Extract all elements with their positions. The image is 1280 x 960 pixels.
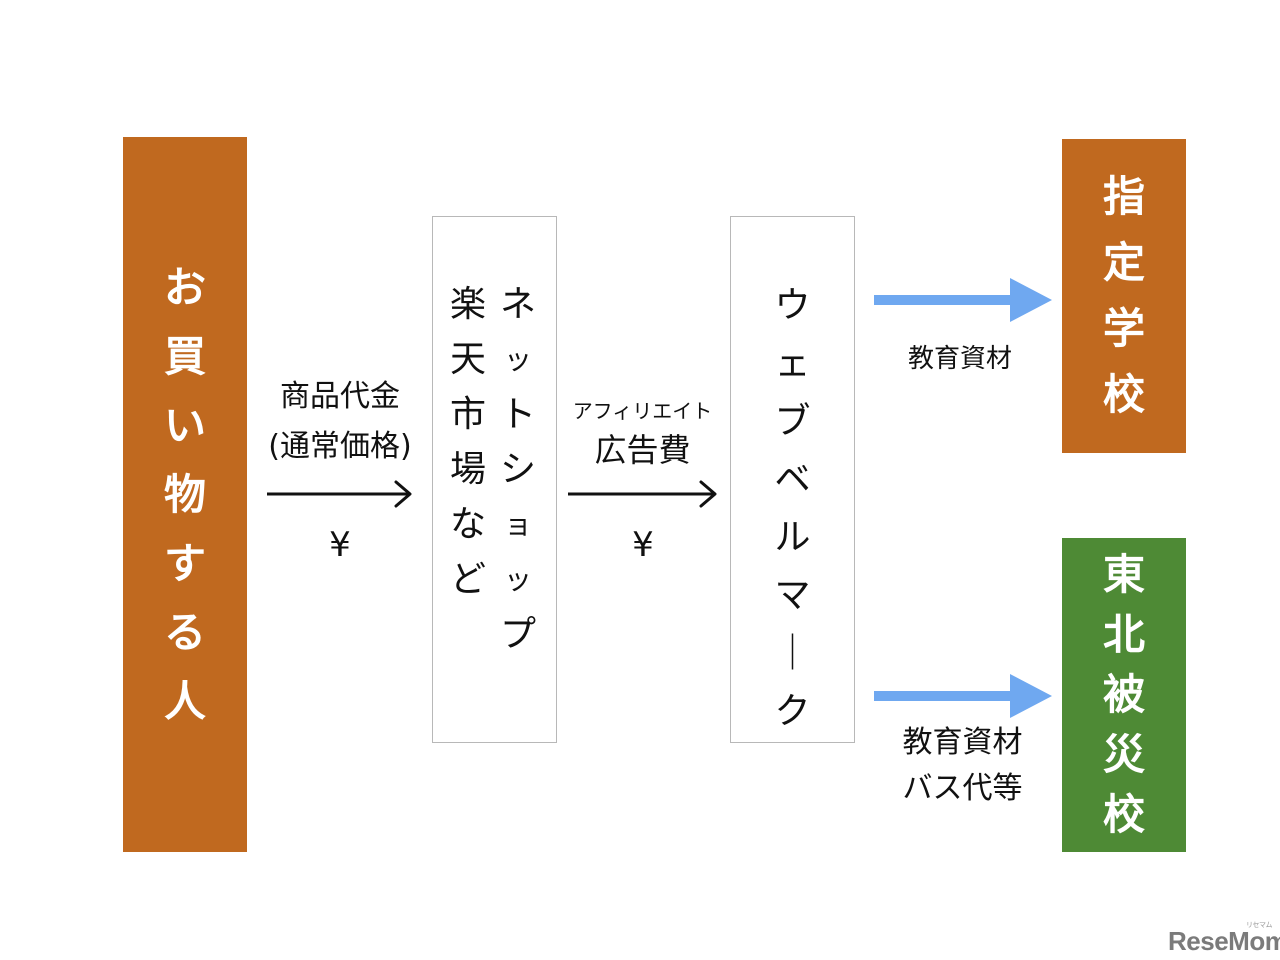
resemom-logo: ReseMom リセマム — [1168, 922, 1280, 957]
school-box: 指定学校 — [1062, 139, 1186, 453]
disaster-school-box: 東北被災校 — [1062, 538, 1186, 852]
vertical-char: 北 — [1102, 610, 1145, 659]
vertical-char: 指 — [1102, 172, 1145, 221]
resemom-logo-sub: リセマム — [1246, 922, 1273, 929]
netshop-box: ネットショップ 楽天市場など — [432, 216, 557, 743]
vertical-char: 災 — [1102, 730, 1145, 779]
shopper-label: お買い物する人 — [164, 253, 206, 736]
vertical-char: 天 — [449, 338, 486, 380]
arrow-shop-to-bellmark — [568, 480, 717, 508]
vertical-char: ｜ — [774, 633, 811, 674]
vertical-char: ネ — [499, 283, 536, 325]
vertical-char: ベ — [774, 459, 811, 500]
vertical-char: ど — [449, 558, 486, 600]
vertical-char: 校 — [1102, 370, 1145, 419]
vertical-char: ョ — [503, 507, 532, 541]
vertical-char: プ — [499, 613, 536, 655]
school-label: 指定学校 — [1103, 164, 1145, 428]
vertical-char: 被 — [1102, 670, 1145, 719]
vertical-char: ェ — [774, 343, 811, 384]
disaster-school-label: 東北被災校 — [1103, 545, 1145, 845]
netshop-label-line1: ネットショップ — [493, 277, 543, 662]
vertical-char: 東 — [1102, 550, 1145, 599]
vertical-char: 校 — [1102, 790, 1145, 839]
vertical-char: ッ — [503, 562, 532, 596]
bellmark-label: ウェブベルマ ｜ ク — [774, 277, 810, 741]
vertical-char: る — [163, 607, 206, 657]
edu-materials-label: 教育資材 — [907, 344, 1012, 374]
vertical-char: 市 — [449, 393, 486, 435]
resemom-logo-text: ReseMom — [1168, 926, 1280, 956]
netshop-label-line2: 楽天市場など — [443, 277, 493, 607]
arrow-bellmark-to-disaster — [874, 674, 1052, 718]
vertical-char: ウ — [774, 285, 811, 326]
vertical-char: な — [449, 503, 486, 545]
vertical-char: 楽 — [449, 283, 486, 325]
vertical-char: ッ — [503, 342, 532, 376]
vertical-char: す — [163, 538, 206, 588]
vertical-char: 物 — [163, 469, 206, 519]
vertical-char: ブ — [774, 401, 811, 442]
ad-fee-label: 広告費 — [594, 431, 691, 469]
price-label-line1: 商品代金 — [280, 379, 400, 414]
shopper-box: お買い物する人 — [123, 137, 247, 852]
yen-symbol-2: ¥ — [632, 525, 654, 565]
price-label: 商品代金 (通常価格) — [255, 372, 425, 472]
arrow-bellmark-to-school — [874, 278, 1052, 322]
vertical-char: 学 — [1102, 304, 1145, 353]
yen-symbol-1: ¥ — [329, 525, 351, 565]
bus-fee-line: バス代等 — [902, 771, 1023, 806]
vertical-char: マ — [774, 575, 811, 616]
vertical-char: 定 — [1102, 238, 1145, 287]
vertical-char: い — [163, 400, 206, 450]
price-label-line2: (通常価格) — [268, 429, 412, 464]
edu-materials-line: 教育資材 — [902, 725, 1023, 760]
vertical-char: 場 — [449, 448, 486, 490]
affiliate-label: アフィリエイト — [572, 399, 713, 423]
vertical-char: お — [163, 262, 206, 312]
vertical-char: シ — [499, 448, 536, 490]
vertical-char: ト — [499, 393, 536, 435]
arrow-shopper-to-shop — [267, 480, 412, 508]
edu-materials-bus-label: 教育資材 バス代等 — [870, 720, 1055, 812]
vertical-char: ル — [774, 517, 811, 558]
vertical-char: 買 — [163, 331, 206, 381]
vertical-char: ク — [774, 691, 811, 732]
bellmark-box: ウェブベルマ ｜ ク — [730, 216, 855, 743]
vertical-char: 人 — [163, 676, 206, 726]
